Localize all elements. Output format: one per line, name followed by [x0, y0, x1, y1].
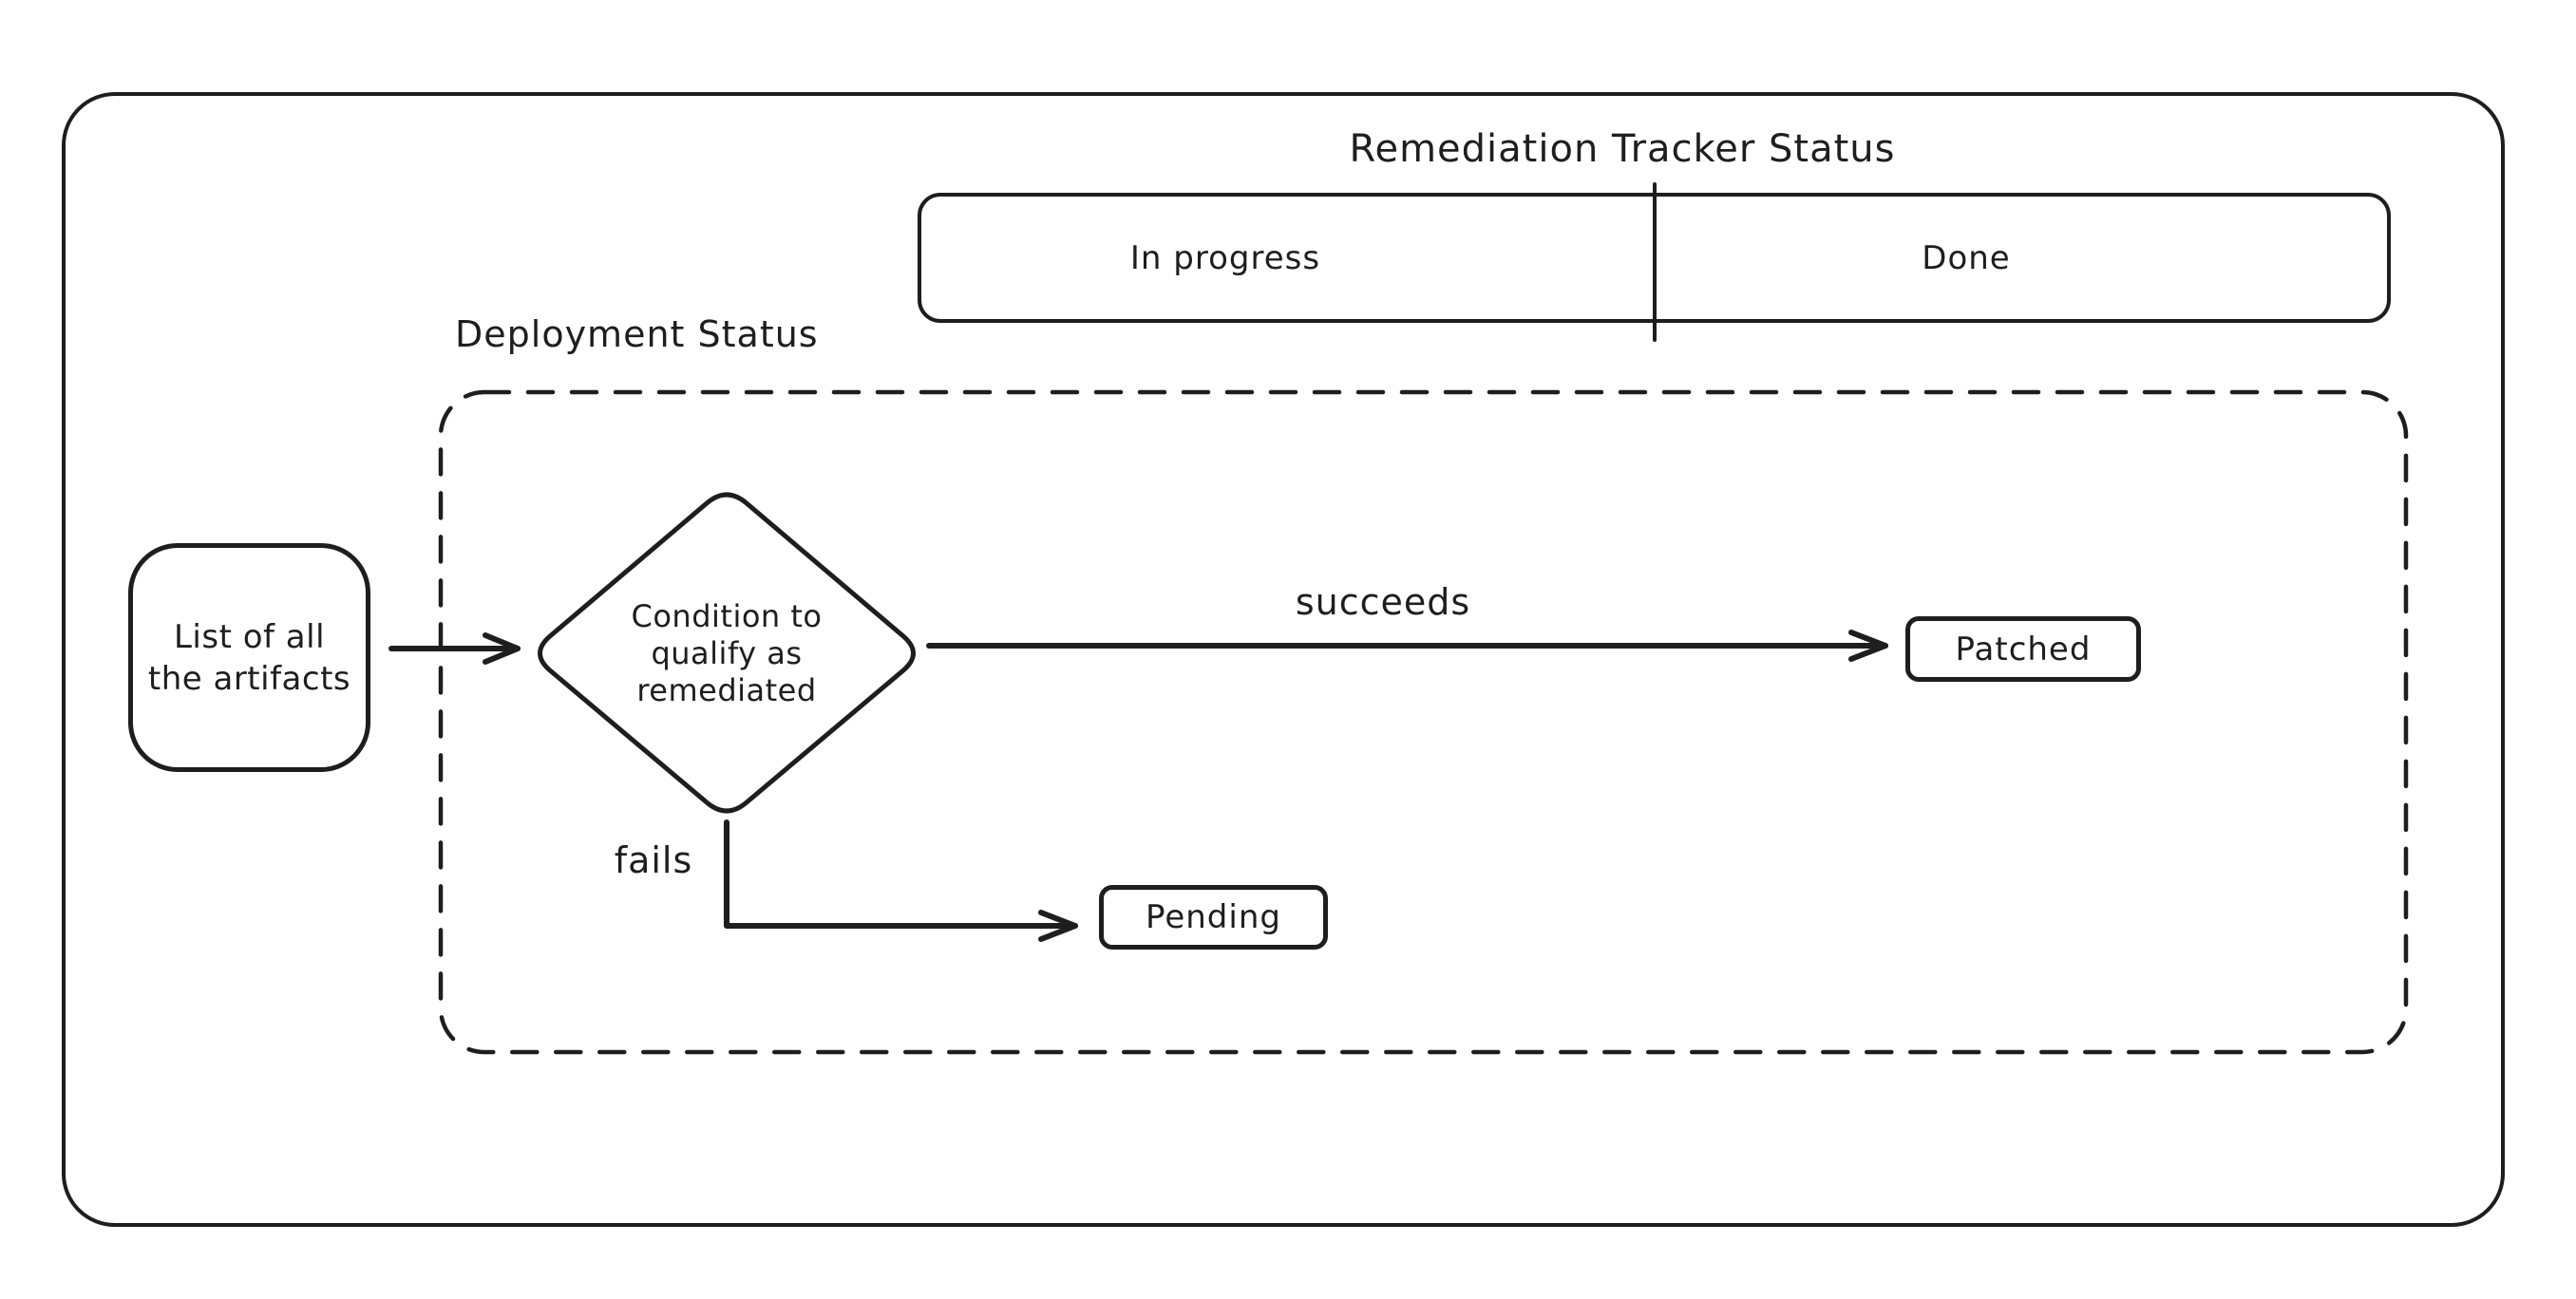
condition-diamond-label: Condition to qualify as remediated — [631, 598, 823, 708]
deployment-status-label: Deployment Status — [455, 313, 819, 355]
diagram-title: Remediation Tracker Status — [1349, 127, 1896, 171]
patched-node: Patched — [1905, 616, 2141, 682]
artifacts-node: List of all the artifacts — [128, 543, 370, 772]
tracker-cell-done: Done — [1922, 238, 2011, 277]
pending-node: Pending — [1099, 885, 1328, 950]
succeeds-edge-label: succeeds — [1295, 581, 1471, 623]
remediation-tracker-box: In progress Done — [918, 193, 2391, 323]
fails-edge-label: fails — [614, 839, 693, 881]
tracker-cell-in-progress: In progress — [1129, 238, 1321, 277]
